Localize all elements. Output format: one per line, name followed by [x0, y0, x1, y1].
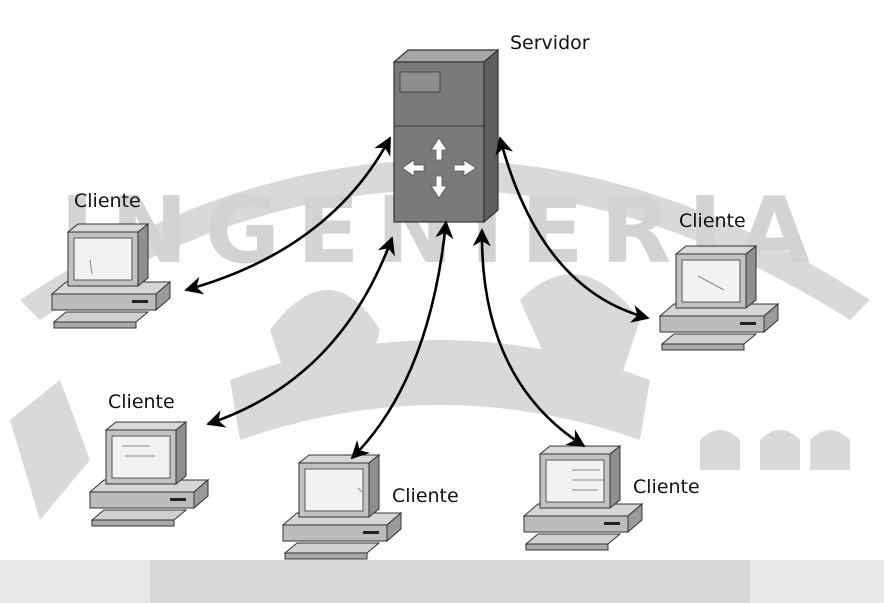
- client-computer-icon: [282, 454, 402, 560]
- connection-arrows: [184, 136, 650, 460]
- client-label: Cliente: [108, 391, 175, 413]
- client-label: Cliente: [633, 476, 700, 498]
- client-computer-icon: [89, 421, 209, 527]
- client-label: Cliente: [74, 190, 141, 212]
- client-label: Cliente: [392, 485, 459, 507]
- client-computer-icon: [523, 445, 643, 551]
- client-label: Cliente: [679, 210, 746, 232]
- server-label: Servidor: [510, 32, 590, 54]
- server-icon: [392, 48, 500, 224]
